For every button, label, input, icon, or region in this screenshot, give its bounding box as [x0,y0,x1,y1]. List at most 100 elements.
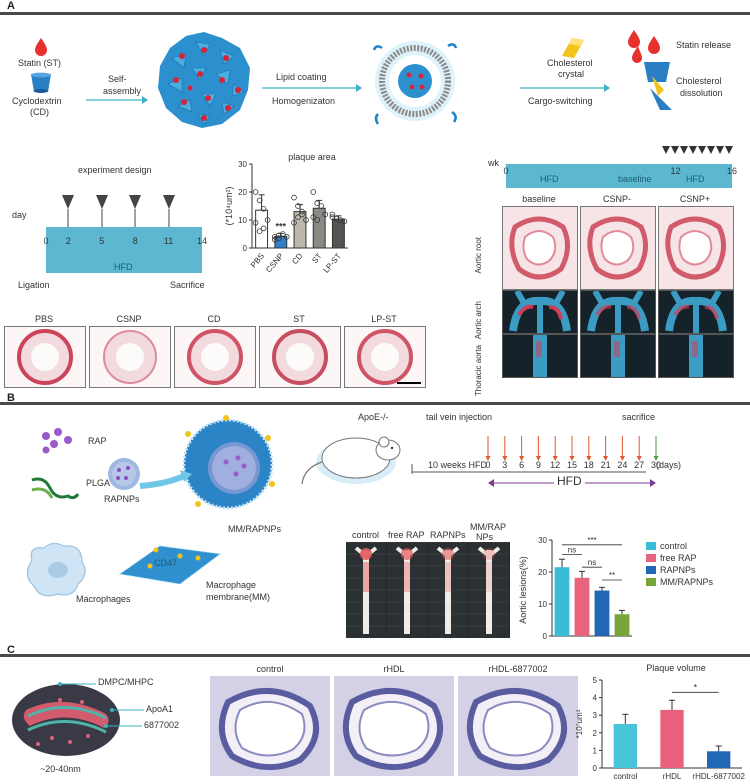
cholesterol-crystal-icon [562,38,584,58]
x-tick-label: control [613,772,637,781]
apoa1-label: ApoA1 [146,704,174,714]
y-tick-label: 2 [593,729,598,738]
bar [707,751,731,768]
y-tick-label: 30 [538,536,547,545]
section-label: control [256,664,284,674]
legend-label: RAPNPs [660,565,696,575]
aorta-photo [469,542,509,638]
legend-swatch [646,554,656,562]
timeline-tick-label: 12 [550,460,561,470]
bar [594,590,610,636]
aorta-photo [428,542,468,638]
injection-timeline [411,436,659,474]
days-unit-label: (days) [656,460,682,470]
significance-label: *** [276,221,287,231]
bar [613,724,637,768]
histology-section-image [4,326,86,388]
cholesterol-dissolution-icon [644,62,672,110]
thoracic-aorta-image [580,334,656,378]
injection-arrow-icon [716,146,724,154]
photo-label: control [352,530,380,540]
timeline-tick-label: 27 [634,460,645,470]
homogenization-label: Homogenizaton [272,96,336,106]
injection-arrow-icon [62,195,75,227]
aortic-root-image [502,206,578,290]
timeline-tick-label: 24 [617,460,628,470]
y-tick-label: 5 [593,676,598,685]
timeline-tick-label: 6 [519,460,525,470]
bar [312,207,326,249]
injection-arrow-icon [95,195,108,227]
photo-label: MM/RAP [470,522,506,532]
hfd-b-label: HFD [554,474,585,488]
timeline-tick-label: 30 [650,460,661,470]
significance-label: ** [609,571,615,580]
cd-label-line2: (CD) [30,107,49,117]
legend-label: free RAP [660,553,697,563]
thoracic-aorta-image [658,334,734,378]
data-point [295,214,301,220]
legend-swatch [646,578,656,586]
section-label: LP-ST [371,314,397,324]
data-point [318,203,324,209]
injection-arrowhead [636,456,642,461]
plga-label: PLGA [86,478,111,488]
panel-b-letter: B [7,392,15,404]
sacrifice-b-label: sacrifice [622,412,656,422]
chart-title: plaque area [288,152,336,162]
legend-label: control [660,541,687,551]
ten-weeks-hfd-label: 10 weeks HFD [428,460,488,470]
plga-chain-icon [31,477,80,500]
legend-swatch [646,566,656,574]
wk-tick-label: 16 [726,166,737,176]
data-point [314,217,320,223]
legend-label: MM/RAPNPs [660,577,714,587]
panel-b-rule [0,402,750,405]
day-tick-label: 14 [196,236,207,246]
arrow-right-icon [262,84,362,92]
data-point [303,217,309,223]
data-point [256,228,263,234]
cholesterol-crystal-label-2: crystal [558,69,585,79]
grid-column-label: baseline [522,194,556,204]
statin-label: Statin (ST) [18,58,62,68]
cholesterol-dissolution-label-1: Cholesterol [676,76,722,86]
timeline-tick-label: 18 [583,460,594,470]
cargo-switching-label: Cargo-switching [528,96,593,106]
histology-section-image [89,326,171,388]
data-point [299,211,305,218]
membrane-icon [118,545,222,585]
y-axis-label: Aortic lesions(%) [518,556,528,624]
sacrifice-label: Sacrifice [170,280,205,290]
aorta-photo [346,542,386,638]
aortic-arch-image [502,290,578,334]
injection-arrowhead [619,456,625,461]
wk-tick-label: 12 [670,166,681,176]
bar [293,211,307,249]
injection-arrow-icon [689,146,697,154]
cholesterol-crystal-label-1: Cholesterol [547,58,593,68]
data-point [275,232,282,239]
baseline-timeline-label: baseline [618,174,652,184]
y-tick-label: 10 [238,216,247,225]
data-point [329,214,336,220]
injection-arrowhead [485,456,491,461]
injection-arrow-icon [671,146,679,154]
injection-arrow-icon [707,146,715,154]
injection-arrow-icon [129,195,142,227]
ligation-label: Ligation [18,280,50,290]
arrow-right-icon [139,470,192,489]
y-tick-label: 10 [538,600,547,609]
arrow-right-icon [86,96,148,104]
callout-lines [58,682,144,728]
data-point [291,194,297,201]
aorta-photo [387,542,427,638]
y-tick-label: 0 [243,244,248,253]
data-point [291,220,297,226]
wk-tick-label: 0 [503,166,509,176]
csnp-aggregate-icon [158,32,250,128]
rapnps-particle-icon [108,458,140,490]
